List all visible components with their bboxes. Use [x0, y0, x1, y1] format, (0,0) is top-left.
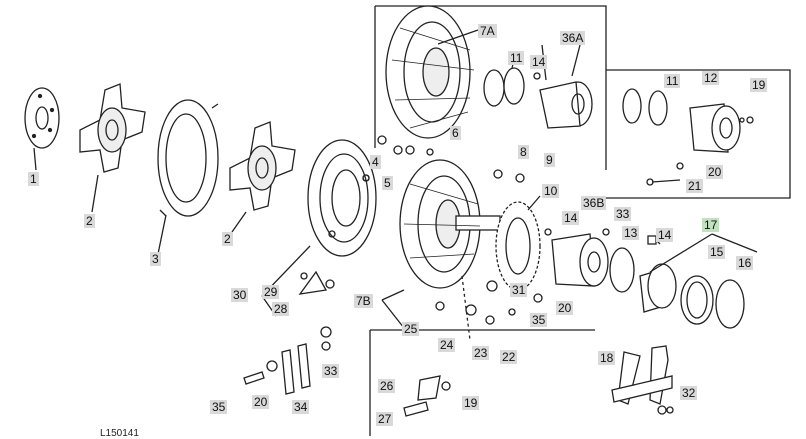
callout-33: 33 — [614, 207, 632, 221]
callout-2: 2 — [222, 232, 233, 246]
callout-31: 31 — [510, 283, 528, 297]
part-10-sprocket — [495, 195, 541, 291]
callout-36b: 36B — [581, 196, 607, 210]
callout-15: 15 — [708, 245, 726, 259]
callout-1: 1 — [28, 172, 39, 186]
callout-18: 18 — [598, 351, 616, 365]
callout-27: 27 — [376, 412, 394, 426]
callout-19: 19 — [750, 78, 768, 92]
callout-34: 34 — [292, 400, 310, 414]
part-3-friction-ring — [157, 99, 219, 255]
callout-17: 17 — [702, 218, 720, 232]
part-7b-clutch-disc — [381, 159, 501, 329]
callout-35: 35 — [530, 313, 548, 327]
part-1-flange — [24, 87, 60, 171]
callout-30: 30 — [231, 288, 249, 302]
callout-28: 28 — [272, 302, 290, 316]
callout-22: 22 — [500, 350, 518, 364]
callout-20: 20 — [706, 165, 724, 179]
callout-20: 20 — [252, 395, 270, 409]
callout-4: 4 — [370, 155, 381, 169]
callout-5: 5 — [382, 176, 393, 190]
callout-9: 9 — [544, 153, 555, 167]
callout-35: 35 — [210, 400, 228, 414]
callout-21: 21 — [686, 179, 704, 193]
callout-6: 6 — [450, 126, 461, 140]
callout-3: 3 — [150, 252, 161, 266]
part-36b-collar — [544, 228, 609, 287]
callout-14: 14 — [562, 211, 580, 225]
callout-24: 24 — [438, 338, 456, 352]
callout-33: 33 — [322, 364, 340, 378]
callout-11: 11 — [508, 51, 525, 65]
part-pressure-plate — [261, 139, 377, 317]
callout-8: 8 — [518, 145, 529, 159]
callout-14: 14 — [530, 55, 548, 69]
callout-11: 11 — [664, 74, 681, 88]
callout-13: 13 — [622, 226, 640, 240]
callout-23: 23 — [472, 346, 490, 360]
callout-7b: 7B — [354, 294, 373, 308]
callout-20: 20 — [556, 301, 574, 315]
part-linkages — [243, 326, 674, 417]
callout-7a: 7A — [478, 24, 497, 38]
part-2-hub-plate-b — [229, 121, 296, 233]
part-36a-bearing-carrier — [483, 44, 593, 129]
callout-14: 14 — [656, 228, 674, 242]
figure-id: L150141 — [100, 428, 139, 439]
part-rings — [609, 233, 758, 329]
callout-16: 16 — [736, 256, 754, 270]
callout-26: 26 — [378, 379, 396, 393]
callout-36a: 36A — [560, 31, 586, 45]
part-7a-clutch-disc — [385, 5, 479, 139]
callout-32: 32 — [680, 386, 698, 400]
callout-10: 10 — [542, 184, 560, 198]
part-small-hardware — [298, 117, 745, 341]
callout-19: 19 — [462, 396, 480, 410]
part-2-hub-plate-a — [79, 83, 146, 213]
callout-2: 2 — [84, 214, 95, 228]
part-12-bearing-carrier — [622, 88, 754, 186]
callout-25: 25 — [402, 322, 420, 336]
callout-29: 29 — [262, 285, 280, 299]
callout-12: 12 — [702, 71, 720, 85]
